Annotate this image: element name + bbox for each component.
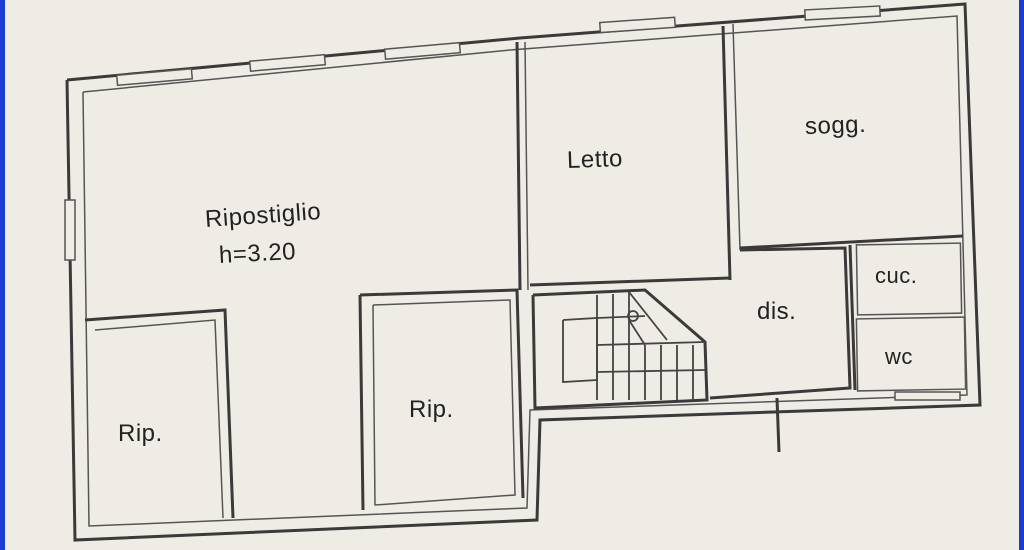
interior-walls xyxy=(84,23,967,519)
room-height-label: h=3.20 xyxy=(218,238,297,269)
room-label-wc: wc xyxy=(885,344,913,369)
room-label-rip-mid: Rip. xyxy=(409,396,454,423)
outer-walls xyxy=(65,2,982,542)
floor-plan-drawing xyxy=(64,2,982,542)
staircase xyxy=(562,291,706,400)
room-label-rip-left: Rip. xyxy=(118,420,163,447)
room-label-soggiorno: sogg. xyxy=(804,110,867,141)
room-label-letto: Letto xyxy=(566,145,624,174)
room-label-disimpegno: dis. xyxy=(757,298,797,325)
room-label-cucina: cuc. xyxy=(875,263,918,288)
windows xyxy=(64,5,961,401)
